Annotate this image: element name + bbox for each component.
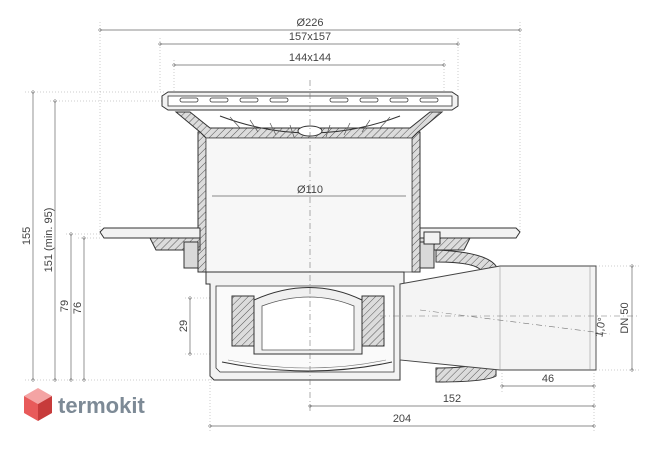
dim-dn50: DN 50 — [619, 302, 631, 333]
dim-157x157: 157x157 — [289, 31, 331, 43]
dim-width-46: 46 — [542, 373, 554, 385]
dim-width-204: 204 — [393, 413, 411, 425]
flange — [99, 227, 521, 269]
dim-height-155: 155 — [21, 227, 33, 245]
vertical-pipe: Ø110 — [197, 131, 421, 273]
dim-144x144: 144x144 — [289, 52, 331, 64]
dim-height-151: 151 (min. 95) — [43, 208, 55, 273]
dim-width-152: 152 — [443, 393, 461, 405]
outlet-pipe: 1,0° DN 50 — [380, 249, 640, 383]
top-dimensions: Ø226 157x157 144x144 — [98, 17, 522, 232]
dim-height-79: 79 — [59, 300, 71, 312]
dim-diameter-226: Ø226 — [297, 17, 324, 29]
dim-height-29: 29 — [178, 320, 190, 332]
bottom-dimensions: 46 152 204 — [208, 370, 596, 432]
drain-body — [205, 271, 405, 381]
dim-height-76: 76 — [72, 302, 84, 314]
brand-name: termokit — [58, 393, 145, 418]
termokit-logo: termokit — [24, 388, 145, 421]
cube-icon — [24, 388, 52, 421]
left-dimensions: 155 151 (min. 95) 79 76 29 — [21, 90, 215, 382]
grate — [161, 91, 459, 139]
dim-slope: 1,0° — [593, 317, 608, 338]
